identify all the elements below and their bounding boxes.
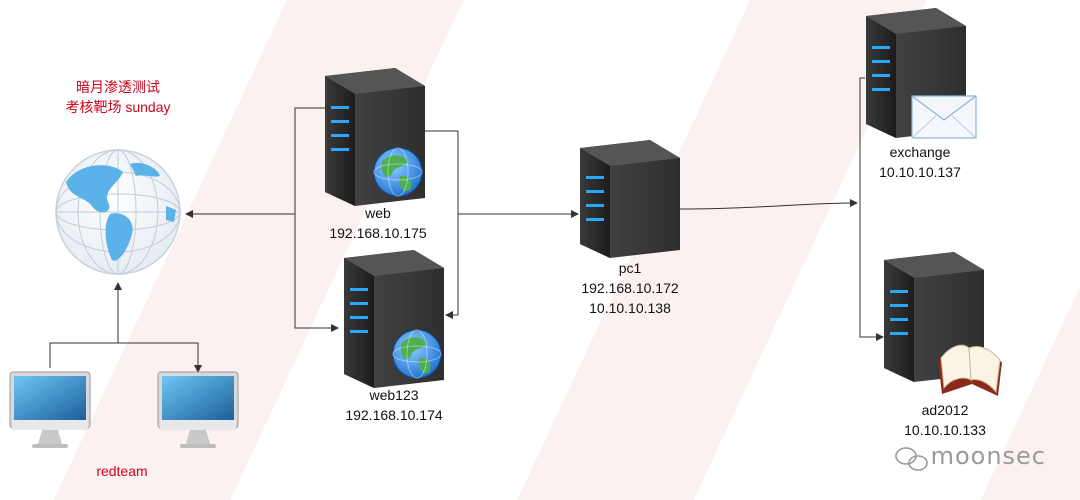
title-line2: 考核靶场 sunday [65,99,171,115]
node-ad2012-label: ad2012 10.10.10.133 [885,400,1005,440]
wechat-icon [895,447,928,471]
node-ip: 192.168.10.174 [345,407,443,423]
title-line1: 暗月渗透测试 [76,79,160,95]
node-name: exchange [889,144,951,160]
monitor-icon [9,371,91,448]
node-web-label: web 192.168.10.175 [318,203,438,243]
node-web123-label: web123 192.168.10.174 [334,385,454,425]
mail-envelope-icon [911,95,977,139]
internet-globe-icon [55,149,181,275]
node-exchange-label: exchange 10.10.10.137 [860,142,980,182]
globe-badge-icon [373,147,423,197]
node-name: ad2012 [921,402,969,418]
connections [49,77,884,373]
node-ip: 192.168.10.172 [581,280,679,296]
node-ip: 192.168.10.175 [329,225,427,241]
node-name: web [365,205,391,221]
globe-badge-icon [392,329,442,379]
node-name: pc1 [618,260,642,276]
node-ip: 10.10.10.137 [879,164,961,180]
monitor-icon [157,371,239,448]
node-pc1-label: pc1 192.168.10.172 10.10.10.138 [570,258,690,318]
node-name: web123 [369,387,419,403]
node-ip: 10.10.10.133 [904,422,986,438]
node-ip: 10.10.10.138 [589,300,671,316]
node-redteam-label: redteam [96,463,148,479]
open-book-icon [938,344,1002,396]
title: 暗月渗透测试 考核靶场 sunday [48,77,188,117]
server-pc1-icon [580,140,680,258]
watermark: moonsec [930,442,1046,470]
